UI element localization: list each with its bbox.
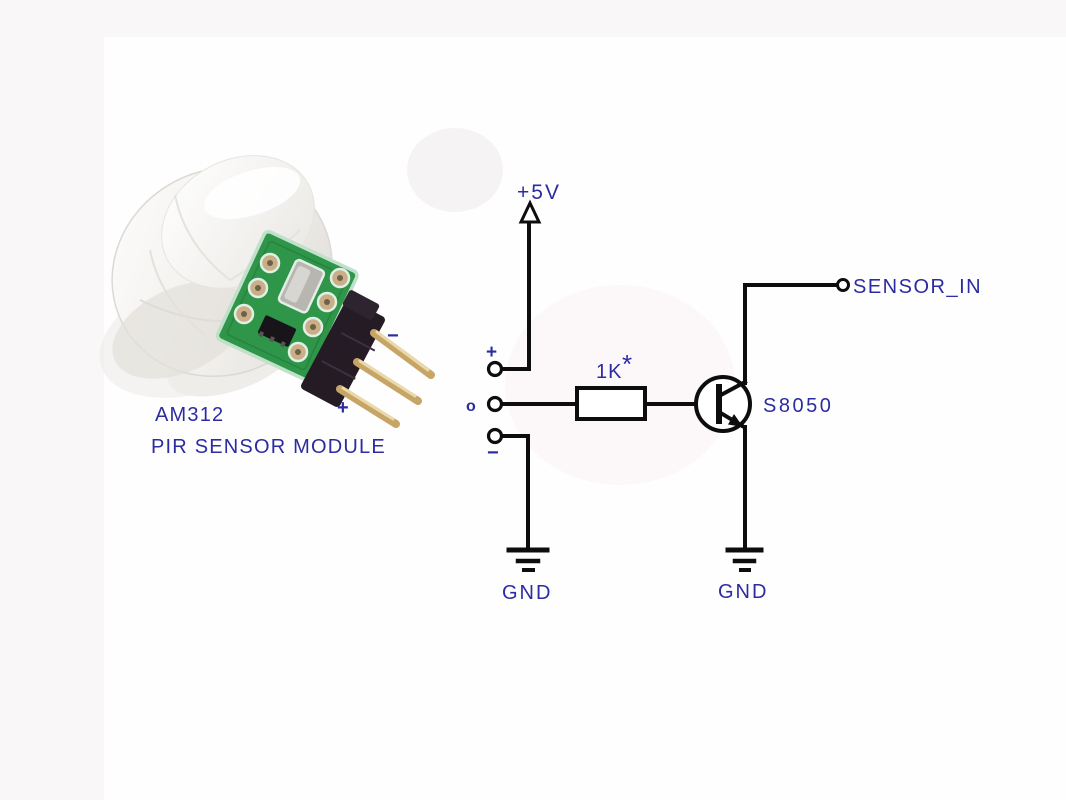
transistor-emitter-arrow-icon	[728, 414, 743, 427]
transistor-s8050	[694, 375, 752, 433]
module-name-label: AM312	[155, 404, 224, 426]
module-pin-minus-label: −	[387, 325, 399, 347]
solder-pad-hole	[295, 349, 301, 355]
transistor-label: S8050	[763, 395, 833, 417]
output-terminal	[836, 278, 850, 292]
supply-arrow-icon	[518, 199, 542, 224]
transistor-collector-lead	[716, 379, 748, 399]
pin-header	[301, 299, 385, 407]
solder-pad-hole	[255, 285, 261, 291]
pin-header-step	[321, 360, 356, 380]
ic-pin	[280, 341, 286, 348]
schematic	[486, 199, 850, 572]
terminal-plus-label: +	[486, 342, 497, 363]
solder-pad-hole	[267, 260, 273, 266]
ground-symbol-right	[725, 547, 764, 572]
pir-element-highlight	[284, 266, 311, 303]
transistor-body	[694, 375, 752, 433]
ground-symbol-left	[506, 547, 550, 572]
terminal-plus	[486, 360, 504, 378]
ground-label-right: GND	[718, 581, 768, 603]
header-pin-highlight	[375, 330, 430, 372]
header-pin-highlight	[358, 359, 417, 398]
background-smudge	[407, 128, 503, 212]
dome-highlight	[203, 166, 301, 220]
solder-pad-hole	[310, 324, 316, 330]
solder-pad-hole	[241, 311, 247, 317]
dome-facet-line	[149, 249, 206, 336]
solder-pads	[233, 252, 351, 363]
header-pin-highlight	[341, 386, 395, 421]
ic-chip	[258, 315, 296, 347]
pin-header-step	[340, 331, 376, 352]
solder-pad-hole	[337, 275, 343, 281]
header-pins	[336, 329, 435, 428]
solder-pad-hole	[324, 299, 330, 305]
module-type-label: PIR SENSOR MODULE	[151, 436, 386, 458]
resistor-1k	[575, 386, 647, 421]
resistor-star-label: *	[622, 349, 632, 379]
ic-pin	[258, 331, 265, 338]
header-pin	[370, 329, 435, 379]
pir-module-photo	[99, 155, 435, 428]
background-smudge	[505, 285, 735, 485]
dome-shade	[112, 281, 248, 379]
terminal-out	[486, 395, 504, 413]
terminal-minus	[486, 427, 504, 445]
output-net-label: SENSOR_IN	[853, 276, 982, 298]
terminal-out-label: o	[466, 398, 476, 415]
ic-pin	[269, 336, 275, 343]
labels: +5V + o − 1K * S8050 SENSOR_IN GND GND A…	[151, 181, 982, 604]
supply-5v-label: +5V	[517, 181, 561, 204]
resistor-value-label: 1K	[596, 361, 622, 383]
pin-header-cap	[342, 290, 380, 320]
module-pin-plus-label: +	[337, 397, 349, 419]
header-pin	[353, 358, 422, 405]
ground-label-left: GND	[502, 582, 552, 604]
terminal-minus-label: −	[487, 442, 499, 464]
header-pin	[336, 385, 400, 428]
